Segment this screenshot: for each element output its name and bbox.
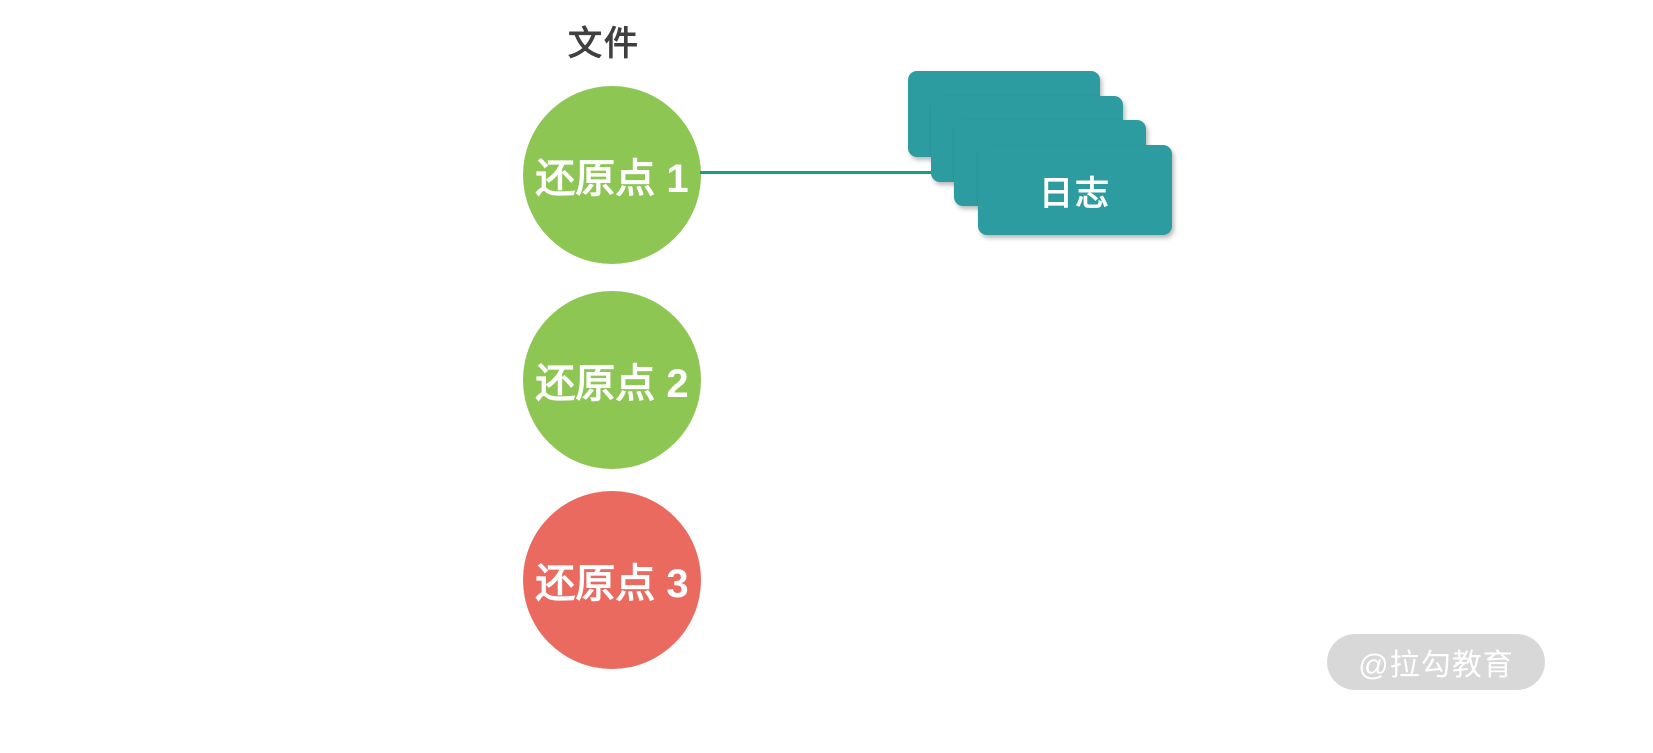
restore-point-3-label: 还原点 3	[535, 562, 689, 606]
log-card-label: 日志	[1039, 174, 1111, 213]
watermark-badge: @拉勾教育	[1327, 634, 1545, 690]
diagram-title: 文件	[568, 25, 640, 63]
restore-point-3-node: 还原点 3	[523, 491, 701, 669]
restore-point-1-label: 还原点 1	[535, 157, 689, 201]
log-card-front: 日志	[978, 145, 1172, 235]
connector-line	[700, 171, 932, 174]
restore-point-2-label: 还原点 2	[535, 362, 689, 406]
restore-point-1-node: 还原点 1	[523, 86, 701, 264]
restore-point-2-node: 还原点 2	[523, 291, 701, 469]
